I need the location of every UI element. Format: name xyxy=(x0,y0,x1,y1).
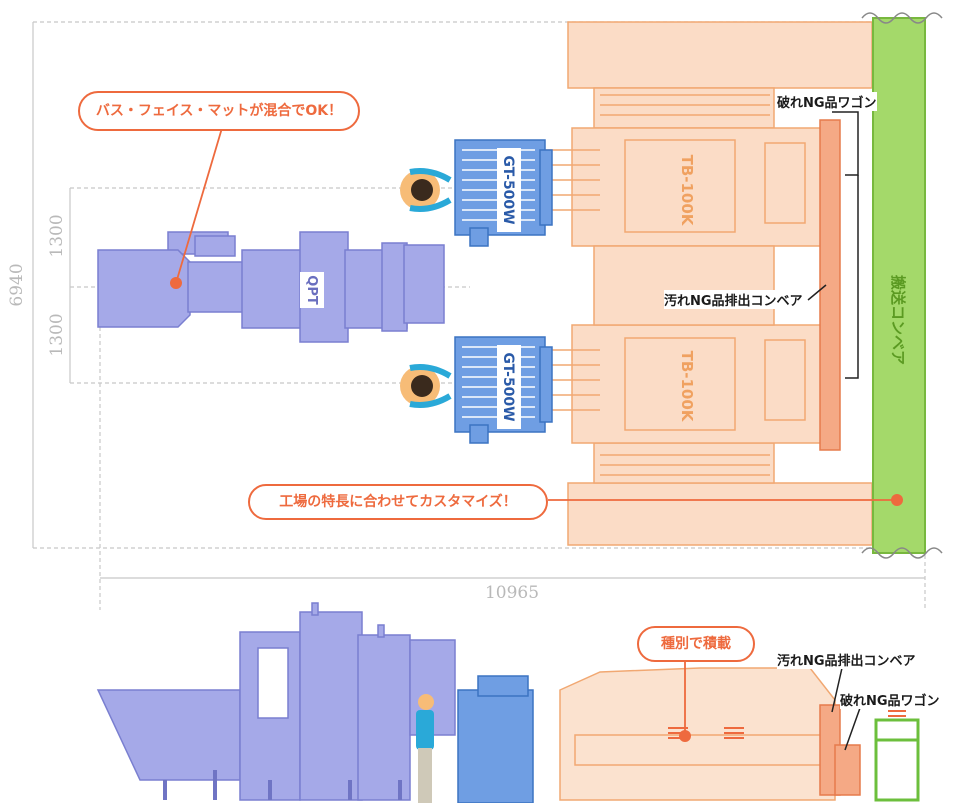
callout-customize: 工場の特長に合わせてカスタマイズ！ xyxy=(248,484,548,520)
conveyor-label: 搬送コンベア xyxy=(889,275,907,365)
gt-label-top: GT-500W xyxy=(500,155,516,224)
tb-plan-details xyxy=(545,94,806,476)
callout-line-mixed xyxy=(175,127,223,284)
dimension-upper-row: 1300 xyxy=(47,214,67,257)
tb-label-bottom: TB-100K xyxy=(678,351,696,423)
dimension-lower-row: 1300 xyxy=(47,313,67,356)
worker-top-1 xyxy=(400,168,452,212)
dimension-total-height: 6940 xyxy=(7,263,27,306)
callout-dot-customize xyxy=(891,494,903,506)
qpt-side-view xyxy=(96,602,456,801)
leader-torn-wagon-top xyxy=(832,111,859,176)
conveyor-break-bottom xyxy=(861,547,943,559)
callout-stack: 種別で積載 xyxy=(637,626,755,662)
callout-customize-text: 工場の特長に合わせてカスタマイズ！ xyxy=(279,494,517,510)
tb-side-view xyxy=(559,667,836,801)
transport-conveyor xyxy=(872,17,926,554)
gt-side-view xyxy=(457,675,534,804)
callout-stack-text: 種別で積載 xyxy=(661,636,731,652)
gt-label-bg-bottom xyxy=(497,345,521,429)
leader-dirty-conveyor-bottom xyxy=(831,667,843,713)
worker-side xyxy=(416,694,434,803)
callout-mixed-text: バス・フェイス・マットが混合でOK！ xyxy=(95,103,343,119)
ng-discharge-conveyor xyxy=(819,119,841,451)
label-dirty-conveyor-bottom: 汚れNG品排出コンベア xyxy=(777,650,916,669)
callout-dot-mixed xyxy=(170,277,182,289)
leader-dirty-conveyor-top xyxy=(807,284,827,301)
worker-top-2 xyxy=(400,364,452,408)
torn-wagon-side xyxy=(834,744,861,796)
gt-label-bottom: GT-500W xyxy=(500,352,516,421)
green-wagon-side xyxy=(874,718,920,802)
gt-label-bg-top xyxy=(497,148,521,232)
label-dirty-conveyor-top: 汚れNG品排出コンベア xyxy=(664,290,803,309)
dimension-total-width: 10965 xyxy=(485,583,539,603)
leader-torn-wagon-top-b xyxy=(845,175,859,379)
qpt-side-window xyxy=(257,647,289,719)
tb-plan-block xyxy=(567,21,873,546)
qpt-label: QPT xyxy=(304,275,319,305)
label-torn-wagon-top: 破れNG品ワゴン xyxy=(777,92,877,111)
leader-torn-wagon-bottom xyxy=(844,707,861,751)
conveyor-break-top xyxy=(861,12,943,24)
callout-dot-stack xyxy=(679,730,691,742)
tb-label-top: TB-100K xyxy=(678,155,696,227)
qpt-plan xyxy=(97,231,445,343)
callout-mixed: バス・フェイス・マットが混合でOK！ xyxy=(78,91,360,131)
label-torn-wagon-bottom: 破れNG品ワゴン xyxy=(840,690,940,709)
qpt-label-bg xyxy=(300,272,324,308)
qpt-side-legs xyxy=(163,770,402,800)
